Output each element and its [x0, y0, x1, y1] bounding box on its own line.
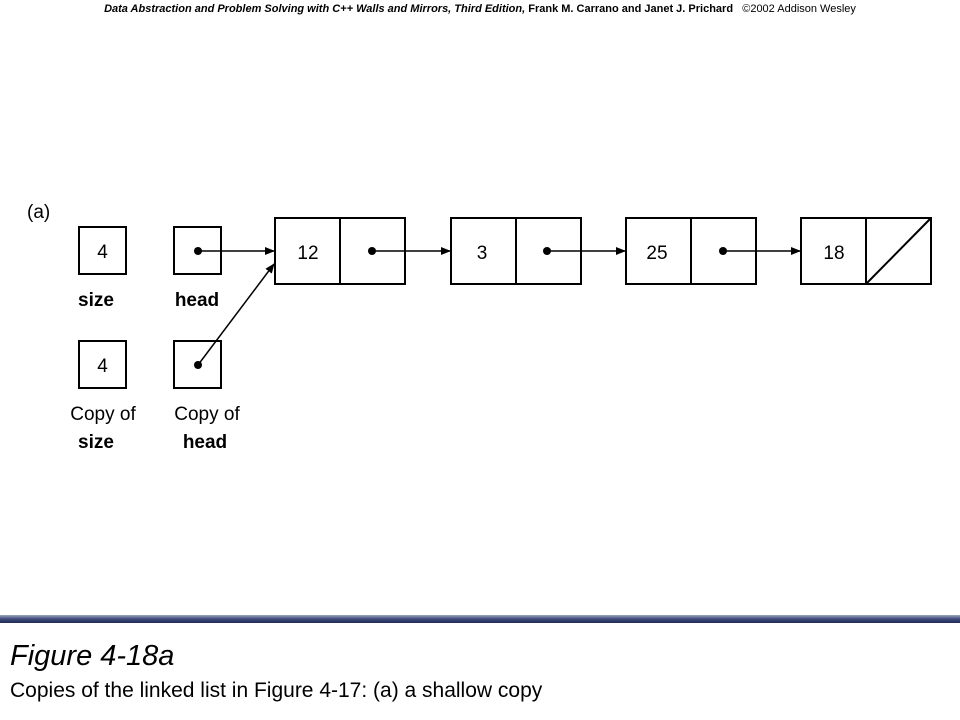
copy-head-box — [173, 340, 222, 389]
figure-caption: Copies of the linked list in Figure 4-17… — [10, 679, 543, 702]
size-box — [78, 226, 127, 275]
book-authors: Frank M. Carrano and Janet J. Prichard — [528, 3, 734, 15]
slide-header: Data Abstraction and Problem Solving wit… — [0, 3, 960, 15]
figure-title: Figure 4-18a — [10, 640, 175, 672]
list-node-2-item: 3 — [477, 243, 488, 264]
head-label: head — [175, 290, 219, 311]
copy-size-box — [78, 340, 127, 389]
linked-list-diagram: (a) 4 size head 4 Copy of size Copy of h… — [27, 202, 932, 453]
null-pointer-slash — [865, 217, 932, 285]
copy-head-pointer-arrow — [197, 263, 275, 366]
copy-size-value: 4 — [97, 356, 108, 377]
copyright-notice: ©2002 Addison Wesley — [742, 3, 856, 15]
copy-size-label-line1: Copy of — [70, 404, 136, 425]
size-value: 4 — [97, 242, 108, 263]
part-label: (a) — [27, 202, 50, 223]
title-separator-bar — [0, 615, 960, 623]
copy-head-label-line2: head — [183, 432, 227, 453]
list-node-1-item: 12 — [297, 243, 318, 264]
copy-size-label-line2: size — [78, 432, 114, 453]
list-node-3-item: 25 — [646, 243, 667, 264]
book-title: Data Abstraction and Problem Solving wit… — [104, 3, 526, 15]
copy-head-label-line1: Copy of — [174, 404, 240, 425]
list-node-4-item: 18 — [823, 243, 844, 264]
size-label: size — [78, 290, 114, 311]
